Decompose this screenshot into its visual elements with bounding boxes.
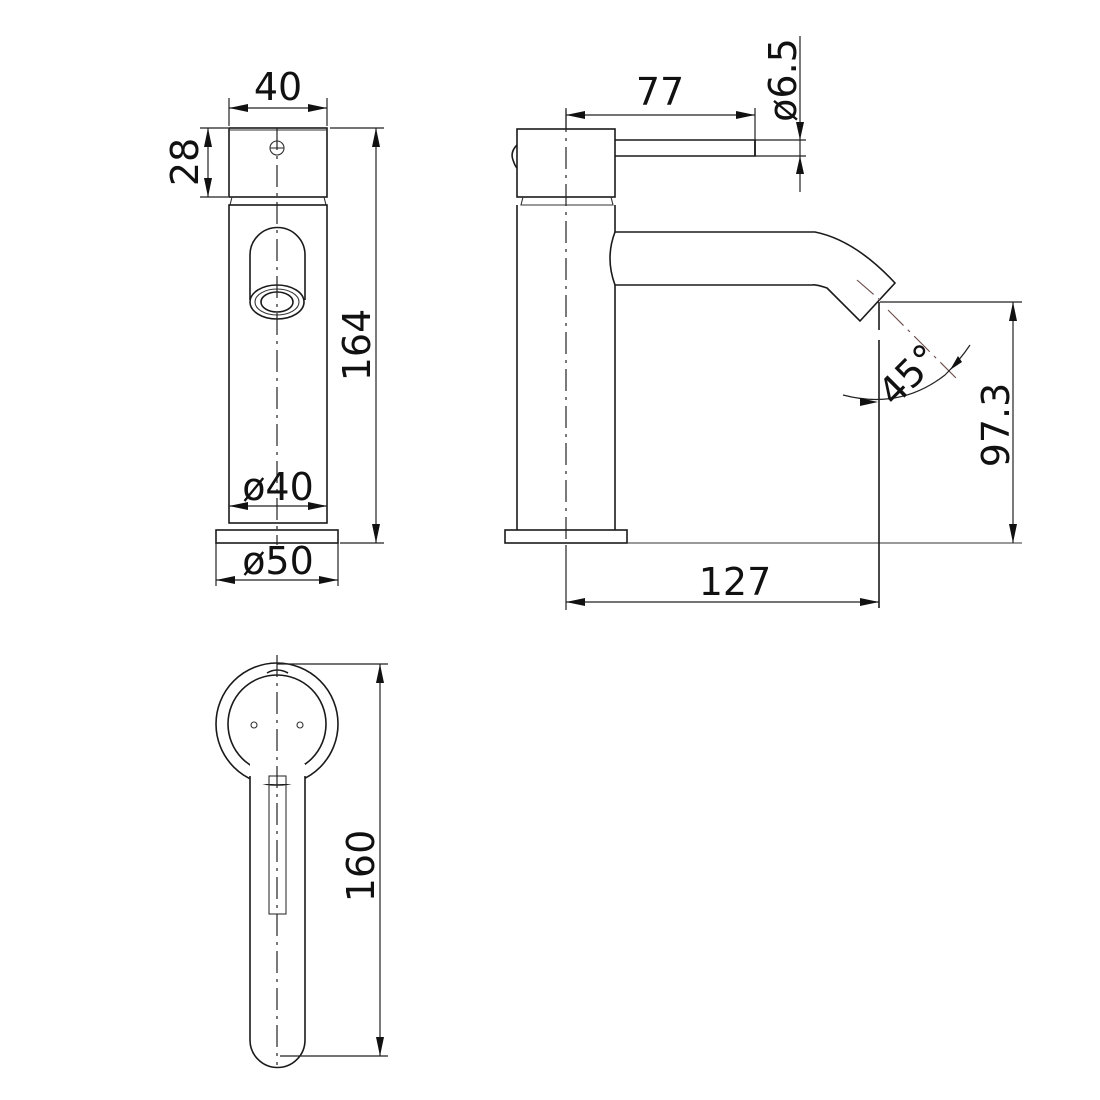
dim-front-width: 40 [254, 65, 302, 109]
dim-base-diameter: ø50 [242, 539, 314, 583]
dim-body-diameter: ø40 [242, 465, 314, 509]
dim-lever-diameter: ø6.5 [761, 38, 805, 122]
side-lever [615, 139, 756, 157]
front-spout [249, 226, 306, 300]
dim-handle-length: 77 [636, 70, 684, 114]
dim-overall-length: 160 [339, 830, 383, 903]
front-view: 40 28 164 ø40 ø50 [163, 65, 384, 586]
front-handle-cap [228, 127, 328, 198]
dim-spout-reach: 127 [699, 560, 772, 604]
angle-arc [842, 344, 971, 401]
front-body [228, 204, 328, 524]
side-view: 77 ø6.5 45° 97.3 127 [504, 36, 1022, 610]
top-view: 160 [215, 655, 388, 1069]
dim-outlet-angle: 45° [869, 335, 948, 414]
dim-handle-height: 28 [163, 138, 207, 186]
top-lever [249, 776, 306, 1069]
dim-spout-height: 97.3 [974, 383, 1018, 468]
dim-total-height: 164 [335, 309, 379, 382]
side-spout [609, 231, 616, 286]
